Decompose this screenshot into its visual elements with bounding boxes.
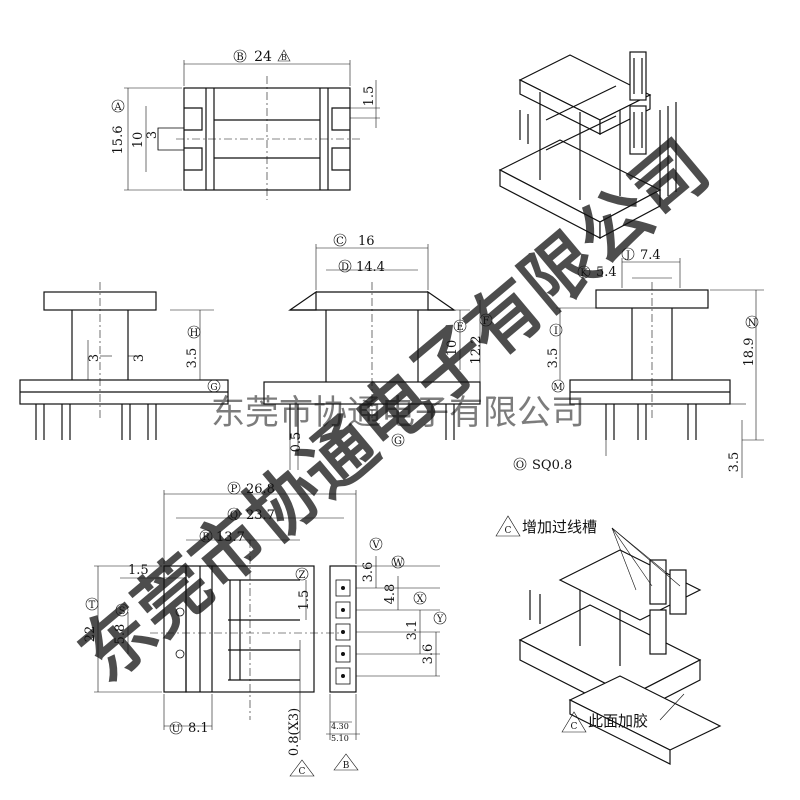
top-B-suffix: B (281, 53, 287, 62)
right-M-id: M (553, 383, 562, 393)
front-d3b: 3 (132, 354, 147, 362)
note2-letter: C (571, 722, 578, 732)
bottom-V-value: 3.6 (361, 562, 376, 583)
top-A-id: A (113, 102, 122, 113)
bottom-P-id: P (231, 484, 238, 495)
bottom-R-id: R (202, 532, 210, 543)
bottom-V-id: V (371, 540, 380, 551)
side-d0_5: 0.5 (289, 432, 304, 453)
side-D-value: 14.4 (356, 260, 385, 275)
bottom-Q-id: Q (230, 510, 238, 521)
bottom-U-id: U (172, 724, 180, 735)
right-view: J 7.4 K 5.4 I 3.5 M N 18.9 3.5 O SQ0.8 (513, 247, 764, 478)
bottom-X-value: 3.1 (405, 620, 420, 641)
bottom-R-value: 13.7 (216, 530, 245, 545)
front-G-id: G (210, 383, 217, 393)
right-J-id: J (625, 250, 630, 261)
bottom-Y-id: Y (436, 614, 444, 625)
front-H-value: 3.5 (185, 348, 200, 369)
bottom-T-value: 22 (83, 626, 98, 643)
bottom-d5_10: 5.10 (331, 734, 349, 743)
top-B-id: B (236, 52, 243, 63)
top-A-value: 15.6 (111, 126, 126, 155)
bottom-d4_30: 4.30 (331, 722, 349, 731)
right-I-value: 3.5 (546, 348, 561, 369)
bottom-P-value: 26.8 (246, 482, 275, 497)
right-I-id: I (554, 326, 558, 337)
note2-text: 此面加胶 (588, 712, 648, 730)
bottom-Z-id: Z (299, 570, 306, 581)
right-N-value: 18.9 (742, 338, 757, 367)
right-d3_5: 3.5 (727, 452, 742, 473)
note1-text: 增加过线槽 (522, 518, 597, 536)
side-view: C 16 D 14.4 E 10 F 12.2 0.5 G (263, 233, 493, 470)
bottom-S-id: S (119, 606, 126, 617)
bottom-W-value: 4.8 (383, 584, 398, 605)
front-H-id: H (190, 328, 199, 339)
isometric-view-bottom (518, 549, 722, 765)
top-d1_5: 1.5 (362, 86, 377, 107)
bottom-X-id: X (416, 594, 424, 605)
side-C-id: C (336, 236, 344, 247)
bottom-U-value: 8.1 (188, 721, 209, 736)
bottom-T-id: T (89, 600, 96, 611)
bottom-tri-left: C (299, 767, 306, 777)
bottom-Q-value: 23.7 (246, 508, 275, 523)
side-F-value: 12.2 (469, 336, 484, 365)
right-N-id: N (748, 318, 757, 329)
bottom-S-value: 5.8 (113, 624, 128, 645)
note1-letter: C (505, 526, 512, 536)
bottom-d0_8: 0.8(X3) (287, 708, 302, 756)
right-J-value: 7.4 (640, 248, 661, 263)
right-K-id: K (580, 268, 588, 279)
right-O-value: SQ0.8 (532, 458, 572, 473)
bottom-Y-value: 3.6 (421, 644, 436, 665)
bottom-view: P 26.8 Q 23.7 R 13.7 1.5 T 22 S 5.8 U 8.… (83, 481, 447, 777)
isometric-view-top (498, 51, 677, 239)
bottom-tri-right: B (343, 761, 350, 771)
bottom-Z-value: 1.5 (297, 590, 312, 611)
side-E-id: E (456, 322, 463, 333)
top-d10: 10 (131, 132, 146, 149)
front-d3a: 3 (87, 354, 102, 362)
side-G-id: G (394, 436, 402, 447)
side-C-value: 16 (358, 234, 375, 249)
watermark-horizontal: 东莞市协通电子有限公司 (211, 393, 585, 433)
right-K-value: 5.4 (596, 265, 617, 280)
notes: C 增加过线槽 C 此面加胶 (495, 515, 685, 733)
top-B-value: 24 (254, 49, 272, 65)
bottom-d1_5: 1.5 (128, 563, 149, 578)
top-d3: 3 (145, 131, 160, 139)
side-F-id: F (483, 316, 490, 327)
side-E-value: 10 (445, 340, 460, 357)
bottom-W-id: W (393, 558, 404, 569)
right-O-id: O (516, 460, 524, 471)
front-view: 3 3 H 3.5 G (19, 282, 229, 440)
top-view: B 24 B A 15.6 10 3 1.5 (111, 49, 380, 200)
side-D-id: D (341, 262, 349, 273)
